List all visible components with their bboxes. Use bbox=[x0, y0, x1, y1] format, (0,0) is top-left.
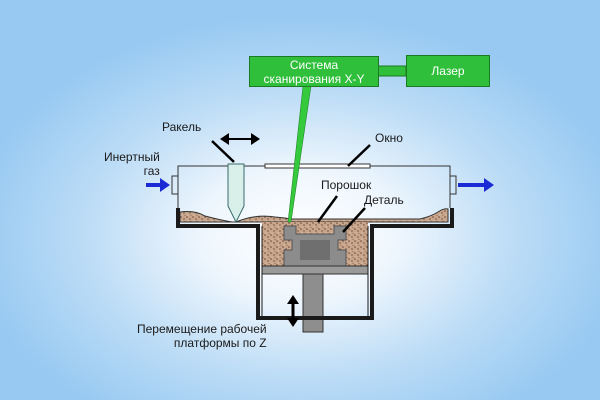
chamber-wall bbox=[176, 208, 454, 320]
powder-label: Порошок bbox=[321, 178, 372, 192]
recoater-leader bbox=[211, 140, 235, 163]
build-platform bbox=[261, 265, 369, 275]
piston-rod bbox=[302, 273, 324, 333]
scanner-label-line1: Система bbox=[289, 57, 339, 72]
laser-label: Лазер bbox=[431, 64, 465, 78]
part-leader bbox=[342, 207, 366, 233]
inert-gas-label: Инертный газ bbox=[104, 150, 160, 178]
powder-bed bbox=[179, 208, 449, 223]
recoater-label: Ракель bbox=[162, 120, 202, 134]
laser-box: Лазер bbox=[406, 55, 490, 87]
right-gas-port bbox=[450, 175, 457, 195]
chamber-outline bbox=[177, 165, 451, 208]
platform-line1: Перемещение рабочей bbox=[137, 322, 267, 336]
left-gas-port bbox=[171, 175, 178, 195]
box-connector bbox=[377, 65, 407, 77]
powder-leader bbox=[316, 195, 339, 223]
inert-gas-line2: газ bbox=[143, 164, 160, 178]
gas-inlet-arrow bbox=[146, 178, 170, 192]
recoater-direction-arrow bbox=[220, 133, 260, 145]
platform-label: Перемещение рабочей платформы по Z bbox=[137, 322, 267, 350]
platform-line2: платформы по Z bbox=[173, 336, 267, 350]
window-leader bbox=[347, 144, 371, 167]
inert-gas-line1: Инертный bbox=[104, 150, 160, 164]
z-direction-arrow bbox=[287, 295, 299, 327]
window-pane bbox=[264, 163, 371, 169]
scanner-label-line2: сканирования X-Y bbox=[263, 71, 365, 86]
gas-outlet-arrow bbox=[458, 178, 494, 192]
laser-beam bbox=[287, 85, 312, 223]
part-core bbox=[300, 240, 330, 260]
part-label: Деталь bbox=[364, 193, 404, 207]
scanner-box: Система сканирования X-Y bbox=[249, 56, 379, 87]
recoater-blade bbox=[227, 163, 245, 224]
window-label: Окно bbox=[375, 131, 403, 145]
